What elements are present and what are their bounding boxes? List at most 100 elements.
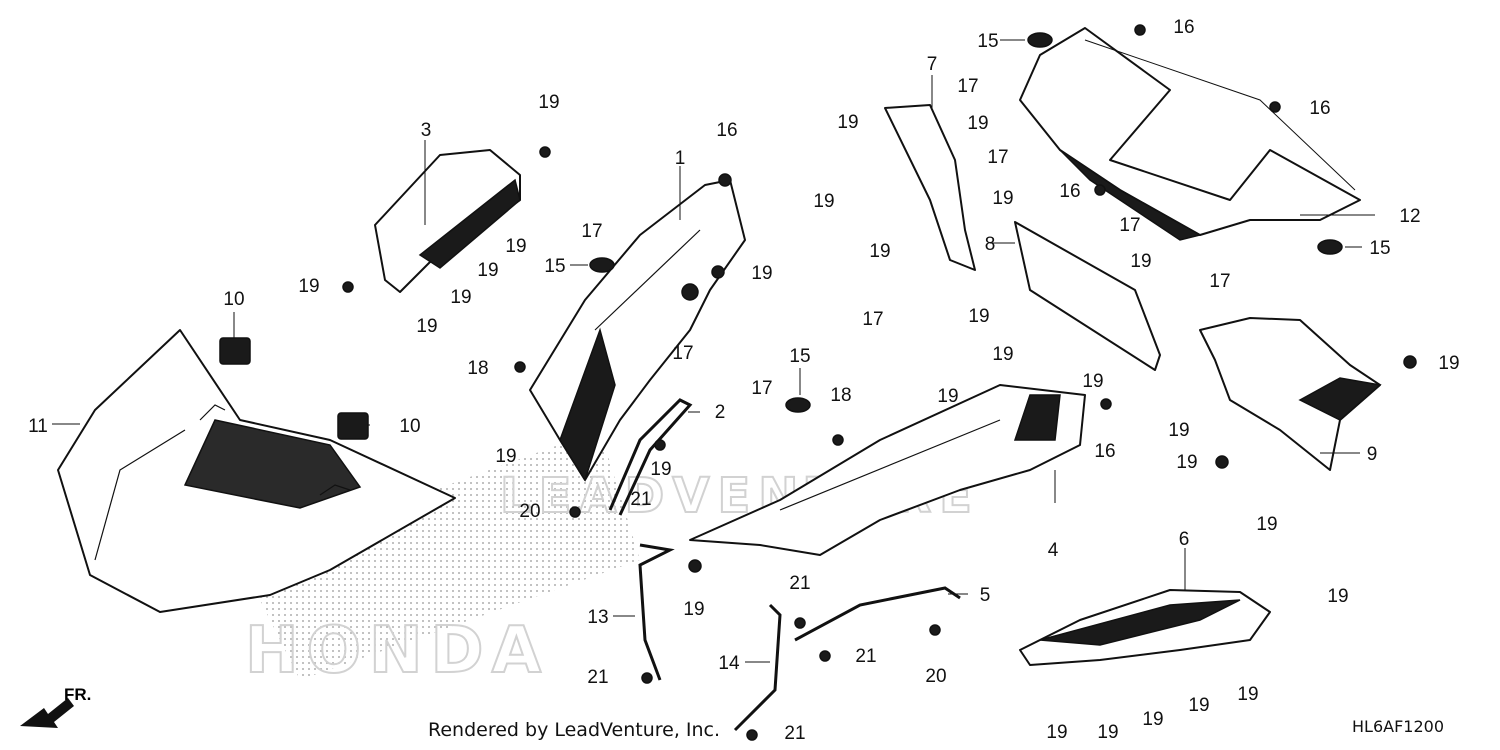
callout-17[interactable]: 17 bbox=[862, 309, 883, 330]
callout-21[interactable]: 21 bbox=[784, 723, 805, 744]
callout-19[interactable]: 19 bbox=[298, 276, 319, 297]
callout-11[interactable]: 11 bbox=[28, 416, 48, 437]
bolt-21 bbox=[569, 506, 581, 518]
callout-19[interactable]: 19 bbox=[1097, 722, 1118, 743]
callout-13[interactable]: 13 bbox=[587, 607, 608, 628]
fasteners bbox=[342, 24, 1417, 741]
callout-9[interactable]: 9 bbox=[1367, 444, 1378, 465]
callout-16[interactable]: 16 bbox=[716, 120, 737, 141]
part-12-front-upper-panel[interactable] bbox=[1019, 27, 1361, 241]
bolt-16 bbox=[718, 173, 732, 187]
callout-19[interactable]: 19 bbox=[1327, 586, 1348, 607]
callout-20[interactable]: 20 bbox=[925, 666, 946, 687]
part-7-stay[interactable] bbox=[884, 104, 976, 271]
callout-19[interactable]: 19 bbox=[450, 287, 471, 308]
callout-21[interactable]: 21 bbox=[587, 667, 608, 688]
callout-12[interactable]: 12 bbox=[1399, 206, 1420, 227]
callout-21[interactable]: 21 bbox=[855, 646, 876, 667]
callout-5[interactable]: 5 bbox=[980, 585, 991, 606]
callout-19[interactable]: 19 bbox=[1046, 722, 1067, 743]
part-5-stay[interactable] bbox=[794, 586, 961, 642]
callout-21[interactable]: 20 bbox=[519, 501, 540, 522]
callout-14[interactable]: 14 bbox=[718, 653, 740, 674]
callout-7[interactable]: 7 bbox=[927, 54, 938, 75]
callout-15[interactable]: 15 bbox=[1369, 238, 1390, 259]
part-11-front-cover[interactable] bbox=[57, 329, 456, 613]
callout-15[interactable]: 15 bbox=[977, 31, 998, 52]
bolt-16 bbox=[1094, 184, 1106, 196]
callout-19[interactable]: 19 bbox=[937, 386, 958, 407]
callout-1[interactable]: 1 bbox=[675, 148, 686, 169]
callout-17[interactable]: 17 bbox=[987, 147, 1008, 168]
callout-21[interactable]: 21 bbox=[630, 489, 651, 510]
callout-17[interactable]: 17 bbox=[581, 221, 602, 242]
part-9-lower-cover[interactable] bbox=[1199, 317, 1382, 471]
callout-19[interactable]: 19 bbox=[992, 188, 1013, 209]
callout-15[interactable]: 15 bbox=[789, 346, 810, 367]
callout-2[interactable]: 2 bbox=[715, 402, 726, 423]
callout-10-upper[interactable]: 10 bbox=[223, 289, 244, 310]
callout-4[interactable]: 4 bbox=[1048, 540, 1059, 561]
credit-text: Rendered by LeadVenture, Inc. bbox=[428, 719, 721, 741]
callout-17[interactable]: 17 bbox=[1209, 271, 1230, 292]
callout-19[interactable]: 19 bbox=[751, 263, 772, 284]
callout-10-lower[interactable]: 10 bbox=[399, 416, 420, 437]
callout-17[interactable]: 17 bbox=[1119, 215, 1140, 236]
part-2-stay[interactable] bbox=[608, 398, 693, 516]
callout-19[interactable]: 19 bbox=[967, 113, 988, 134]
callout-16[interactable]: 16 bbox=[1059, 181, 1080, 202]
part-13-stay[interactable] bbox=[638, 543, 675, 681]
part-10-clip-lower[interactable] bbox=[337, 412, 369, 440]
arrow-icon bbox=[20, 698, 74, 728]
callout-19[interactable]: 19 bbox=[477, 260, 498, 281]
callout-19[interactable]: 19 bbox=[495, 446, 516, 467]
callout-19[interactable]: 19 bbox=[538, 92, 559, 113]
part-10-clip-upper[interactable] bbox=[219, 337, 251, 365]
callout-19[interactable]: 19 bbox=[1256, 514, 1277, 535]
callout-17[interactable]: 17 bbox=[672, 343, 693, 364]
clip-19 bbox=[539, 146, 551, 158]
callout-19[interactable]: 19 bbox=[416, 316, 437, 337]
bolt-21 bbox=[641, 672, 653, 684]
callout-19[interactable]: 19 bbox=[1188, 695, 1209, 716]
callout-19[interactable]: 19 bbox=[1237, 684, 1258, 705]
callout-19[interactable]: 19 bbox=[683, 599, 704, 620]
bolt-16 bbox=[1100, 398, 1112, 410]
callout-19[interactable]: 19 bbox=[1168, 420, 1189, 441]
part-1-left-side-panel[interactable] bbox=[529, 179, 746, 482]
part-14-stay[interactable] bbox=[733, 603, 782, 732]
callout-19[interactable]: 19 bbox=[813, 191, 834, 212]
part-8-inner-panel[interactable] bbox=[1014, 221, 1161, 371]
callout-18[interactable]: 18 bbox=[467, 358, 488, 379]
callout-6[interactable]: 6 bbox=[1179, 529, 1190, 550]
part-6-lower-cover[interactable] bbox=[1019, 589, 1271, 666]
part-4-side-cover[interactable] bbox=[689, 384, 1086, 556]
callout-19[interactable]: 19 bbox=[505, 236, 526, 257]
bolt-21 bbox=[746, 729, 758, 741]
callout-17[interactable]: 17 bbox=[751, 378, 772, 399]
callout-15[interactable]: 15 bbox=[544, 256, 565, 277]
bolt-20 bbox=[929, 624, 941, 636]
callout-19[interactable]: 19 bbox=[869, 241, 890, 262]
callout-8[interactable]: 8 bbox=[985, 234, 996, 255]
callout-21[interactable]: 21 bbox=[789, 573, 810, 594]
clip-19 bbox=[342, 281, 354, 293]
callout-18[interactable]: 18 bbox=[830, 385, 851, 406]
callout-19[interactable]: 19 bbox=[1438, 353, 1459, 374]
callout-3[interactable]: 3 bbox=[421, 120, 432, 141]
callout-19[interactable]: 19 bbox=[1082, 371, 1103, 392]
callout-20[interactable]: 19 bbox=[650, 459, 671, 480]
callout-19[interactable]: 19 bbox=[1142, 709, 1163, 730]
callout-19[interactable]: 19 bbox=[992, 344, 1013, 365]
part-3-meter-visor[interactable] bbox=[374, 149, 521, 293]
callout-19[interactable]: 19 bbox=[1176, 452, 1197, 473]
callout-16[interactable]: 16 bbox=[1094, 441, 1115, 462]
callout-16[interactable]: 16 bbox=[1309, 98, 1330, 119]
callout-19[interactable]: 19 bbox=[1130, 251, 1151, 272]
callout-16[interactable]: 16 bbox=[1173, 17, 1194, 38]
callout-19[interactable]: 19 bbox=[837, 112, 858, 133]
callout-17[interactable]: 17 bbox=[957, 76, 978, 97]
callouts: 1 2 3 4 5 6 7 8 9 10 10 11 12 13 14 15 1… bbox=[28, 17, 1459, 744]
grommet-15 bbox=[1317, 239, 1343, 255]
callout-19[interactable]: 19 bbox=[968, 306, 989, 327]
